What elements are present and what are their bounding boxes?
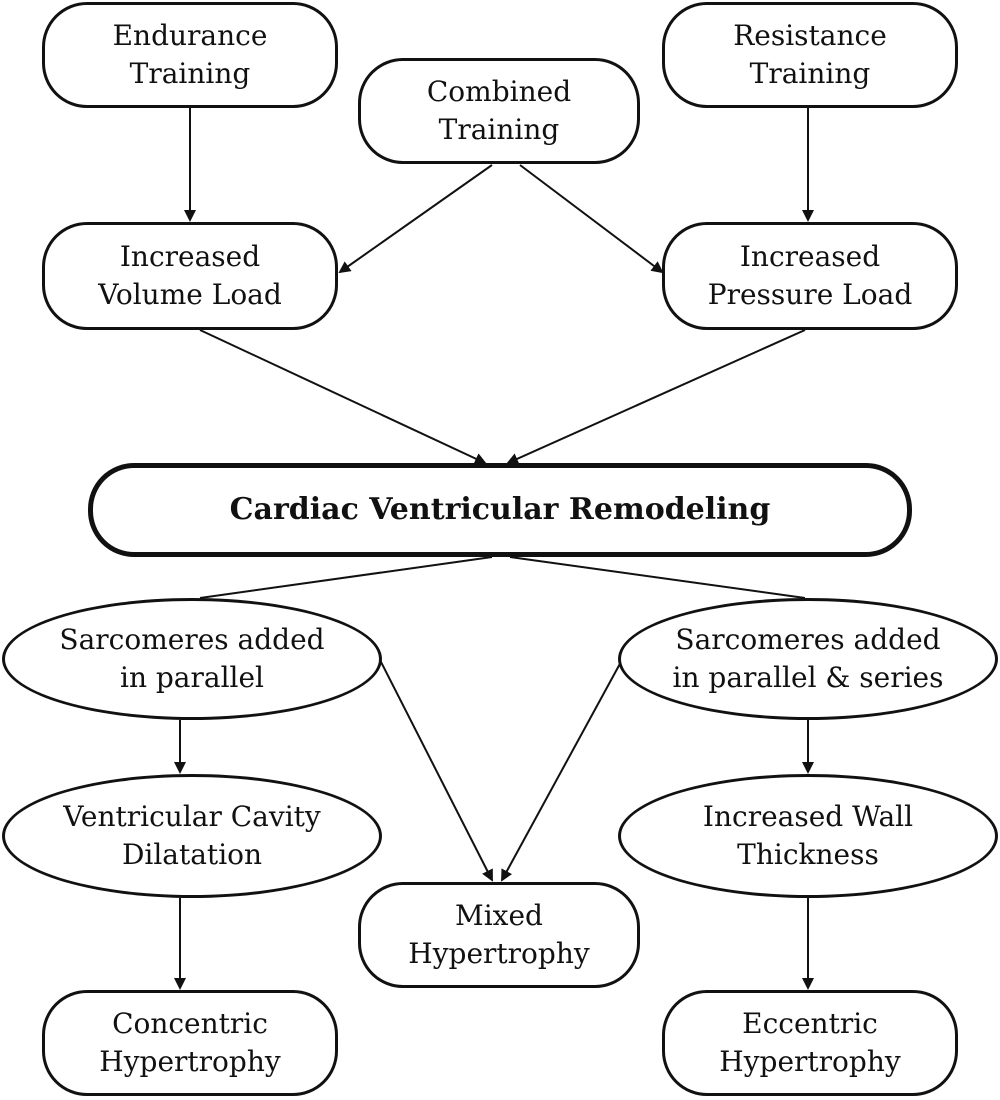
ventricular-cavity-dilatation-line-2: Dilatation: [121, 838, 263, 871]
eccentric-hypertrophy-line-1: Eccentric: [742, 1007, 878, 1040]
concentric-hypertrophy-line-1: Concentric: [112, 1007, 268, 1040]
endurance-training-line-2: Training: [129, 57, 251, 90]
arrow-sarcomeres-parallel-series-to-mixed: [501, 659, 623, 882]
arrow-sarcomeres-parallel-to-mixed: [379, 659, 493, 882]
endurance-training-node: Endurance Training: [42, 2, 338, 108]
concentric-hypertrophy-node: Concentric Hypertrophy: [42, 990, 338, 1096]
sarcomeres-parallel-line-1: Sarcomeres added: [59, 623, 325, 656]
increased-pressure-load-line-2: Pressure Load: [707, 278, 913, 311]
concentric-hypertrophy-line-2: Hypertrophy: [99, 1045, 281, 1078]
increased-wall-thickness-line-1: Increased Wall: [702, 800, 914, 833]
increased-pressure-load-line-1: Increased: [739, 240, 881, 273]
eccentric-hypertrophy-line-2: Hypertrophy: [719, 1045, 901, 1078]
ventricular-cavity-dilatation-line-1: Ventricular Cavity: [63, 800, 321, 833]
arrow-combined-to-pressure-load: [519, 164, 664, 274]
cardiac-ventricular-remodeling-label: Cardiac Ventricular Remodeling: [229, 492, 771, 527]
combined-training-node: Combined Training: [358, 58, 640, 164]
endurance-training-line-1: Endurance: [112, 19, 268, 52]
line-remodeling-to-sarcomeres-parallel: [199, 556, 493, 599]
sarcomeres-parallel-line-2: in parallel: [119, 661, 265, 694]
combined-training-line-2: Training: [438, 113, 560, 146]
resistance-training-line-1: Resistance: [733, 19, 887, 52]
sarcomeres-parallel-node: Sarcomeres added in parallel: [2, 598, 382, 720]
sarcomeres-parallel-series-line-2: in parallel & series: [672, 661, 944, 694]
resistance-training-line-2: Training: [749, 57, 871, 90]
increased-volume-load-node: Increased Volume Load: [42, 222, 338, 330]
eccentric-hypertrophy-node: Eccentric Hypertrophy: [662, 990, 958, 1096]
arrow-pressure-load-to-remodeling: [506, 329, 806, 465]
increased-volume-load-line-1: Increased: [119, 240, 261, 273]
arrow-volume-load-to-remodeling: [199, 329, 487, 465]
ventricular-cavity-dilatation-node: Ventricular Cavity Dilatation: [2, 774, 382, 898]
arrow-combined-to-volume-load: [338, 164, 493, 274]
sarcomeres-parallel-series-node: Sarcomeres added in parallel & series: [618, 598, 998, 720]
resistance-training-node: Resistance Training: [662, 2, 958, 108]
line-remodeling-to-sarcomeres-parallel-series: [509, 556, 806, 599]
mixed-hypertrophy-line-1: Mixed: [455, 899, 543, 932]
combined-training-line-1: Combined: [426, 75, 572, 108]
mixed-hypertrophy-line-2: Hypertrophy: [408, 937, 590, 970]
increased-pressure-load-node: Increased Pressure Load: [662, 222, 958, 330]
mixed-hypertrophy-node: Mixed Hypertrophy: [358, 882, 640, 988]
increased-volume-load-line-2: Volume Load: [98, 278, 282, 311]
cardiac-ventricular-remodeling-node: Cardiac Ventricular Remodeling: [88, 463, 912, 557]
sarcomeres-parallel-series-line-1: Sarcomeres added: [675, 623, 941, 656]
increased-wall-thickness-line-2: Thickness: [737, 838, 879, 871]
increased-wall-thickness-node: Increased Wall Thickness: [618, 774, 998, 898]
